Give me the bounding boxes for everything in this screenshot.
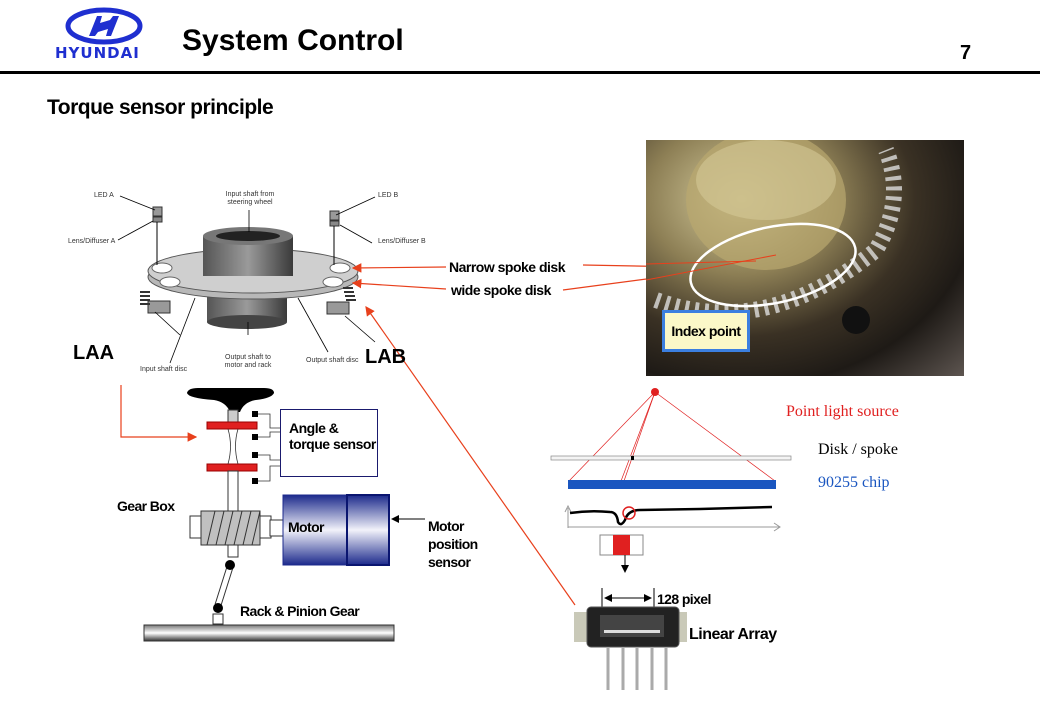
wide-spoke-label: wide spoke disk bbox=[451, 282, 551, 298]
led-b-label: LED B bbox=[378, 192, 399, 199]
pixel-count-label: 128 pixel bbox=[657, 591, 711, 607]
lens-b-label: Lens/Diffuser B bbox=[378, 238, 426, 245]
leader-lines bbox=[117, 195, 376, 364]
narrow-spoke-label: Narrow spoke disk bbox=[449, 259, 566, 275]
linear-array-chip-icon bbox=[574, 606, 687, 690]
motor-position-sensor-label: Motor position sensor bbox=[428, 518, 478, 570]
lab-label: LAB bbox=[365, 346, 407, 368]
laa-label: LAA bbox=[73, 342, 115, 364]
disk-bar bbox=[550, 455, 792, 461]
point-light-label: Point light source bbox=[786, 403, 899, 420]
disk-spoke-label: Disk / spoke bbox=[818, 441, 898, 458]
page-title: System Control bbox=[182, 24, 404, 57]
motor-label: Motor bbox=[288, 519, 324, 535]
signal-curve bbox=[569, 505, 773, 526]
input-disc-label: Input shaft disc bbox=[140, 366, 188, 373]
tie-rod-icon bbox=[212, 560, 235, 625]
gear-box-label: Gear Box bbox=[117, 498, 175, 514]
disk-photo-illustration bbox=[646, 140, 902, 334]
chip-bar bbox=[568, 480, 776, 489]
input-shaft-cylinder bbox=[203, 227, 293, 276]
header-divider bbox=[0, 71, 1040, 74]
rack-bar-icon bbox=[143, 624, 395, 642]
torque-sensor-assembly bbox=[206, 411, 280, 512]
led-a-label: LED A bbox=[94, 192, 114, 199]
section-title: Torque sensor principle bbox=[47, 96, 274, 119]
led-b-icon bbox=[329, 210, 340, 265]
linear-array-a-icon bbox=[140, 291, 171, 314]
index-point-label: Index point bbox=[662, 310, 750, 352]
linear-array-label: Linear Array bbox=[689, 626, 777, 643]
motor-icon bbox=[282, 494, 425, 566]
led-a-icon bbox=[152, 206, 163, 265]
steering-wheel-icon bbox=[187, 388, 274, 423]
output-disc-label: Output shaft disc bbox=[306, 357, 359, 364]
gear-box-icon bbox=[189, 510, 285, 558]
input-shaft-label: Input shaft from steering wheel bbox=[225, 191, 275, 206]
rack-pinion-label: Rack & Pinion Gear bbox=[240, 603, 360, 619]
angle-torque-sensor-label: Angle & torque sensor bbox=[280, 409, 378, 477]
linear-array-b-icon bbox=[326, 287, 356, 315]
lens-a-label: Lens/Diffuser A bbox=[68, 238, 116, 245]
hyundai-logo bbox=[64, 6, 144, 46]
brand-name: HYUNDAI bbox=[55, 44, 140, 62]
optics-diagram bbox=[550, 388, 792, 608]
hyundai-emblem-icon bbox=[65, 7, 143, 45]
output-shaft-label: Output shaft to motor and rack bbox=[224, 354, 272, 369]
page-number: 7 bbox=[960, 42, 972, 64]
chip-label: 90255 chip bbox=[818, 474, 890, 491]
